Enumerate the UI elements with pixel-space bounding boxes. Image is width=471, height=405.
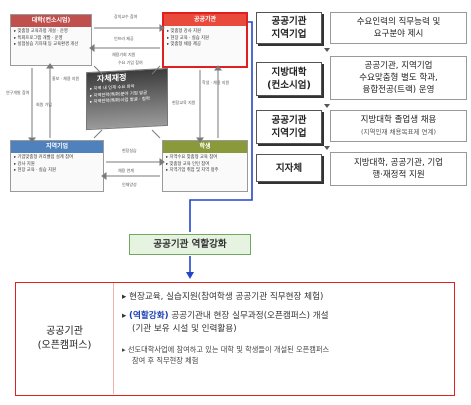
flow-label: 회원 가입	[36, 102, 52, 107]
student-box: 학생 ▸ 지역수요 맞춤형 교육 참여 ▸ 맞춤형 교육 인턴 참여 ▸ 지역기…	[162, 140, 248, 192]
flow-label: 인재양성	[122, 182, 137, 187]
bullet-item: 참여 후 직무현장 체험	[132, 356, 199, 365]
flow-label: 채용 연계	[118, 168, 134, 173]
local-company-item: ▸ 현장 교육 · 실습 지원	[14, 168, 56, 174]
university-item: ▸ 맞춤형 교육과정 개설 · 운영	[14, 29, 68, 34]
role-label: 지방대학(컨소시엄)	[256, 62, 322, 96]
university-box: 대학(컨소시엄) ▸ 맞춤형 교육과정 개설 · 운영 ▸ 특화프로그램 개발 …	[10, 14, 92, 66]
down-arrow-icon	[324, 48, 330, 52]
flow-label: 학생 · 채용 지원	[202, 80, 230, 85]
student-item: ▸ 지역기업 취업 및 지역 정주	[166, 168, 219, 174]
student-item: ▸ 지역수요 맞춤형 교육 참여	[166, 155, 218, 160]
flow-label: 현장교육 지원	[172, 100, 196, 105]
flow-label: 강의교수 참여	[114, 14, 138, 19]
public-org-box: 공공기관 ▸ 맞춤형 강사 지원 ▸ 현장 교육 · 실습 지원 ▸ 맞춤형 채…	[162, 12, 248, 68]
down-arrow-icon	[324, 104, 330, 108]
university-item: ▸ 특화프로그램 개발 · 운영	[14, 35, 63, 41]
university-title: 대학(컨소시엄)	[11, 15, 91, 27]
public-org-item: ▸ 현장 교육 · 실습 지원	[167, 35, 209, 41]
role-strengthening-banner: 공공기관 역할강화	[129, 234, 251, 255]
bullet-item: ▸ 현장교육, 실습지원(참여학생 공공기관 직무현장 체험)	[122, 292, 324, 302]
down-arrow-icon	[324, 146, 330, 150]
role-label: 지자체	[256, 154, 322, 182]
bullet-item: ▸ 선도대학사업에 참여하고 있는 대학 및 학생들이 개설된 오픈캠퍼스	[122, 345, 330, 354]
open-campus-box: 공공기관(오픈캠퍼스) ▸ 현장교육, 실습지원(참여학생 공공기관 직무현장 …	[15, 282, 455, 396]
bullet-item: ▸ (역할강화) 공공기관내 현장 실무과정(오픈캠퍼스) 개설	[122, 311, 329, 321]
flow-label: 홍보 · 채용 지원	[52, 76, 80, 81]
flow-label: 인프라 제공	[114, 36, 134, 41]
public-org-title: 공공기관	[164, 14, 246, 26]
university-item: ▸ 실험실습 기자재 등 교육환경 개선	[14, 42, 79, 48]
local-company-box: 지역기업 ▸ 기업맞춤형 커리큘럼 설계 참여 ▸ 강사 지원 ▸ 현장 교육 …	[10, 140, 104, 192]
open-campus-title: 공공기관(오픈캠퍼스)	[16, 283, 114, 394]
flow-label: 연구개발 참여	[6, 90, 30, 95]
role-description: 지방대학 졸업생 채용(지역인재 채용목표제 연계)	[330, 110, 467, 142]
student-title: 학생	[163, 141, 247, 153]
public-org-item: ▸ 맞춤형 강사 지원	[167, 29, 201, 34]
bullet-item: (기관 보유 시설 및 인력활용)	[132, 324, 237, 334]
open-campus-bullets: ▸ 현장교육, 실습지원(참여학생 공공기관 직무현장 체험) ▸ (역할강화)…	[122, 291, 452, 366]
flow-label: 현장실습	[122, 148, 137, 153]
local-company-title: 지역기업	[11, 141, 103, 153]
ecosystem-diagram: 대학(컨소시엄) ▸ 맞춤형 교육과정 개설 · 운영 ▸ 특화프로그램 개발 …	[2, 2, 250, 198]
flow-label: 채용기회 지원	[112, 52, 136, 57]
local-company-item: ▸ 기업맞춤형 커리큘럼 설계 참여	[14, 155, 74, 160]
flow-label: 수요 기업 참여	[118, 60, 143, 65]
public-org-item: ▸ 맞춤형 채용 제공	[167, 42, 201, 48]
diagram-arrows	[28, 24, 222, 180]
local-company-item: ▸ 강사 지원	[14, 161, 35, 167]
student-item: ▸ 맞춤형 교육 인턴 참여	[166, 161, 210, 167]
